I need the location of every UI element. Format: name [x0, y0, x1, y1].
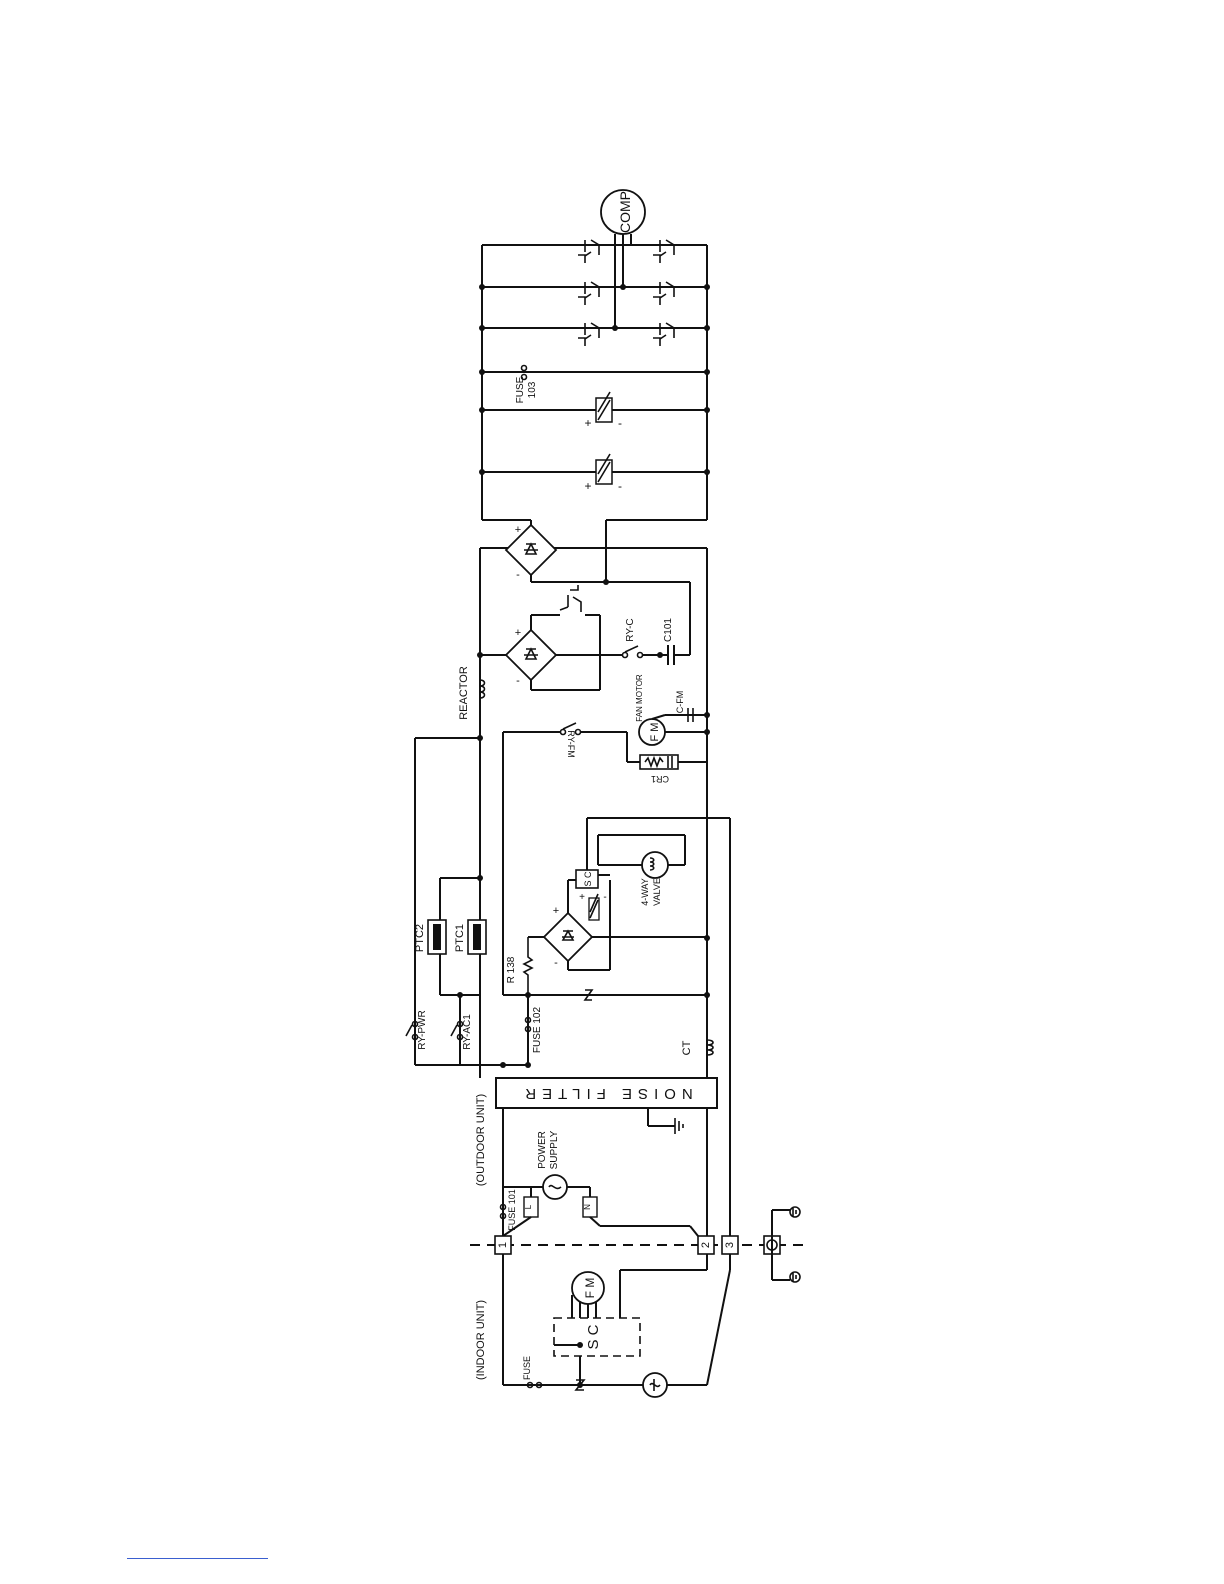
plus-label: +	[515, 524, 521, 536]
current-transformer: CT	[681, 1040, 713, 1055]
minus-label: -	[618, 416, 622, 430]
compressor: COMP	[601, 190, 645, 328]
fuse102-label: FUSE 102	[532, 1006, 543, 1053]
power-supply-section: (OUTDOOR UNIT) POWER SUPPLY L N FUSE 101	[475, 1094, 698, 1236]
plus-label: +	[553, 905, 559, 917]
minus-label: -	[618, 479, 622, 493]
noise-filter: NOISE FILTER	[496, 1078, 717, 1134]
reactor-label: REACTOR	[458, 666, 470, 720]
fuse-label: FUSE	[522, 1356, 532, 1380]
c-fm-label: C-FM	[675, 691, 685, 714]
four-way-label: 4-WAY	[640, 878, 650, 906]
valve-label: VALVE	[652, 878, 662, 906]
comp-label: COMP	[617, 191, 633, 233]
minus-label: -	[516, 675, 520, 687]
fuse103-label: FUSE	[515, 376, 526, 403]
t2-label: 2	[700, 1242, 712, 1248]
indoor-unit-section: (INDOOR UNIT) FUSE S C F M	[475, 1254, 730, 1397]
term-l-label: L	[524, 1204, 533, 1209]
rectifier-bridge-main: + -	[482, 520, 690, 655]
valve-circuit: R 138 + - + - S C 4-WAY VALVE	[503, 818, 730, 1000]
fm-indoor-label: F M	[583, 1278, 597, 1299]
minus-label: -	[603, 892, 606, 903]
footer-rule	[127, 1558, 268, 1559]
c101-label: C101	[663, 618, 674, 642]
ct-label: CT	[681, 1040, 693, 1055]
t3-label: 3	[724, 1242, 736, 1248]
ry-ac1-label: RY-AC1	[462, 1014, 473, 1050]
minus-label: -	[516, 569, 520, 581]
fuse103-num-label: 103	[527, 381, 538, 398]
noise-filter-label: NOISE FILTER	[519, 1085, 692, 1102]
sc-indoor-label: S C	[585, 1324, 602, 1349]
ry-c-label: RY-C	[625, 618, 636, 641]
electrolytic-capacitor: + -	[584, 454, 622, 493]
fuse101-label: FUSE 101	[507, 1189, 517, 1231]
fan-motor-label: FAN MOTOR	[635, 674, 644, 722]
plus-label: +	[515, 627, 521, 639]
plus-label: +	[584, 416, 591, 430]
ptc1-label: PTC1	[454, 924, 466, 952]
supply-label: SUPPLY	[549, 1130, 560, 1169]
ptc2-label: PTC2	[414, 924, 426, 952]
fm-label: F M	[649, 723, 661, 742]
outdoor-unit-label: (OUTDOOR UNIT)	[475, 1094, 487, 1186]
ry-fm-label: RY-FM	[566, 730, 576, 758]
plus-label: +	[579, 892, 585, 903]
ry-pwr-label: RY-PWR	[417, 1010, 428, 1049]
indoor-unit-label: (INDOOR UNIT)	[475, 1300, 487, 1380]
t1-label: 1	[497, 1242, 509, 1248]
ptc-circuit: PTC2 PTC1 RY-PWR RY-AC1 FUSE 102	[406, 738, 543, 1065]
rectifier-bridge-secondary: + - RY-C C101	[480, 585, 690, 690]
plus-label: +	[584, 479, 591, 493]
r138-label: R 138	[506, 956, 517, 983]
igbt-symbol	[578, 240, 674, 346]
term-n-label: N	[583, 1204, 592, 1210]
minus-label: -	[554, 957, 558, 969]
power-label: POWER	[537, 1131, 548, 1169]
cr1-label: CR1	[651, 774, 669, 784]
sc-label: S C	[583, 871, 593, 887]
igbt-bridge	[578, 240, 674, 346]
